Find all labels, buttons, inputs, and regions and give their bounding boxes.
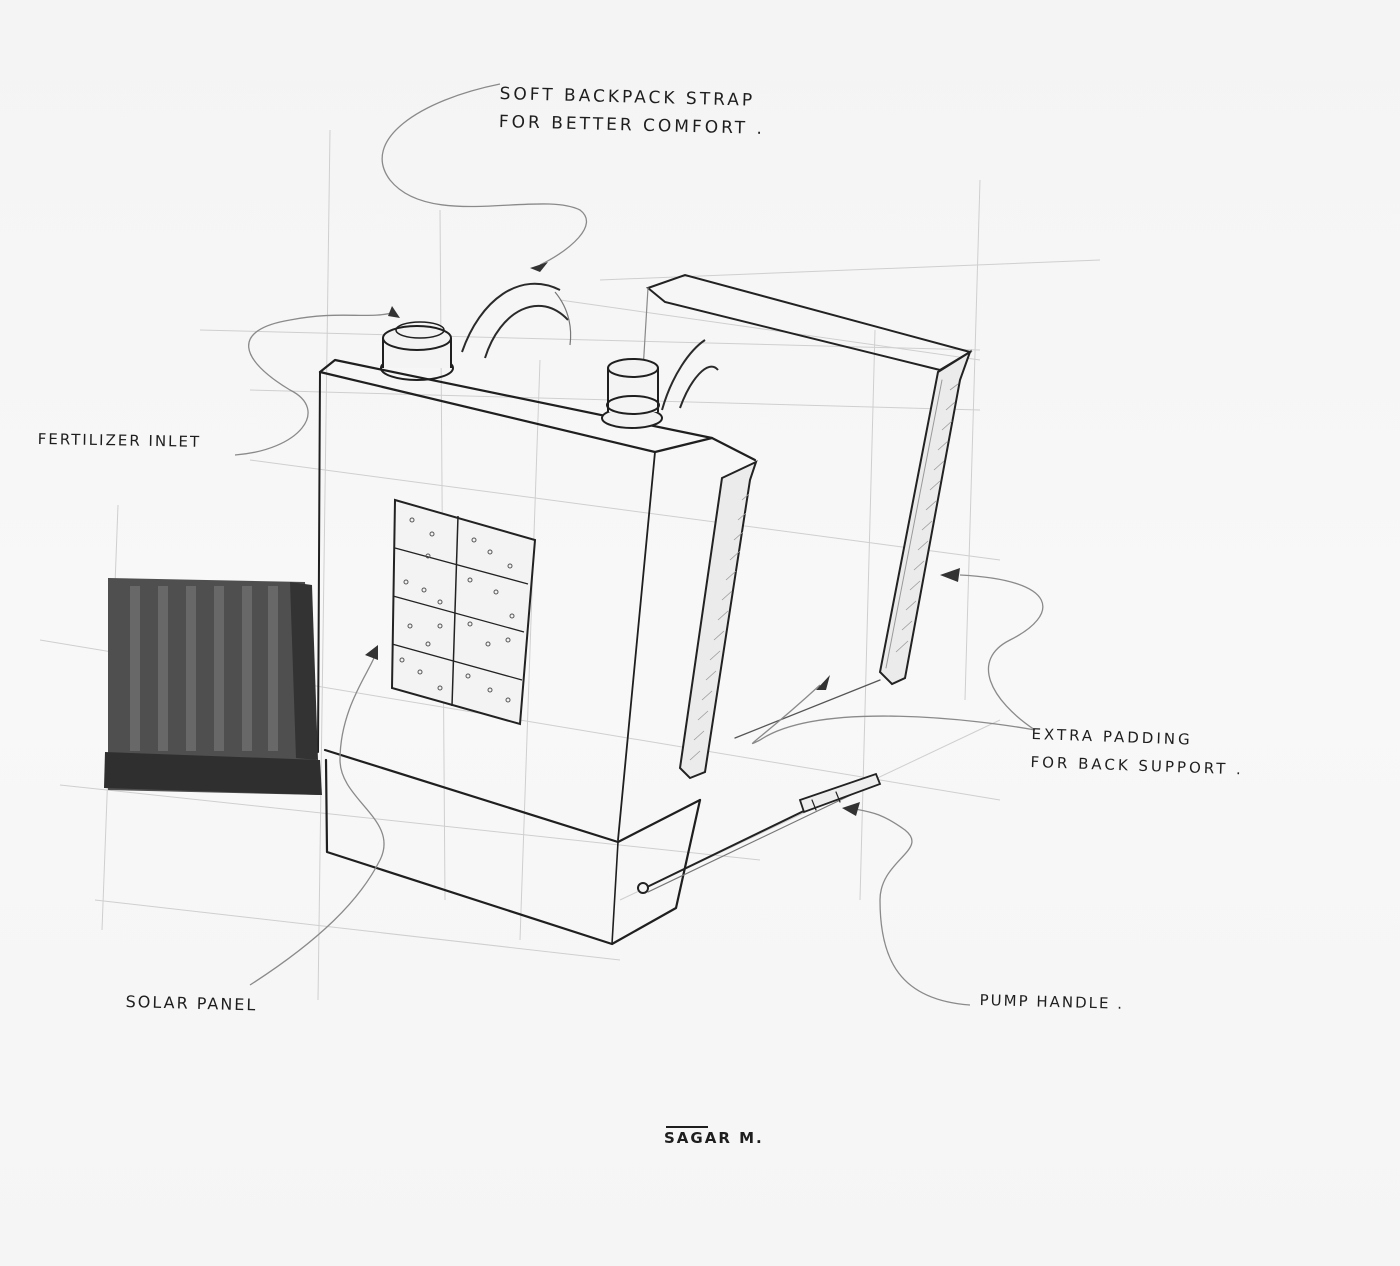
back-padding-frame [639, 273, 973, 780]
signature-text: SAGAR M. [664, 1129, 764, 1147]
tank-body [317, 358, 757, 946]
pump-handle [637, 772, 882, 894]
pump-annotation: PUMP HANDLE . [979, 986, 1124, 1018]
pump-outlet-cap [601, 358, 663, 429]
front-solar-panel [390, 498, 537, 726]
padding-annotation: EXTRA PADDING FOR BACK SUPPORT . [1030, 720, 1245, 783]
solar-cell-dots [399, 517, 515, 703]
padding-hatching [689, 383, 959, 761]
side-solar-panel [104, 578, 322, 795]
strap-annotation: SOFT BACKPACK STRAP FOR BETTER COMFORT . [499, 80, 766, 143]
signature: SAGAR M. [664, 1124, 764, 1152]
backpack-straps [461, 282, 719, 411]
pump-annotation-line1: PUMP HANDLE . [979, 990, 1125, 1013]
solar-annotation: SOLAR PANEL [125, 988, 257, 1019]
arrowheads [365, 262, 960, 816]
inlet-annotation-line1: FERTILIZER INLET [37, 429, 202, 451]
inlet-annotation: FERTILIZER INLET [38, 425, 202, 456]
solar-annotation-line1: SOLAR PANEL [125, 991, 258, 1015]
leader-lines [234, 83, 1044, 1006]
fertilizer-inlet-cap [380, 321, 454, 381]
signature-overbar [666, 1126, 708, 1128]
construction-lines [39, 129, 1101, 1001]
